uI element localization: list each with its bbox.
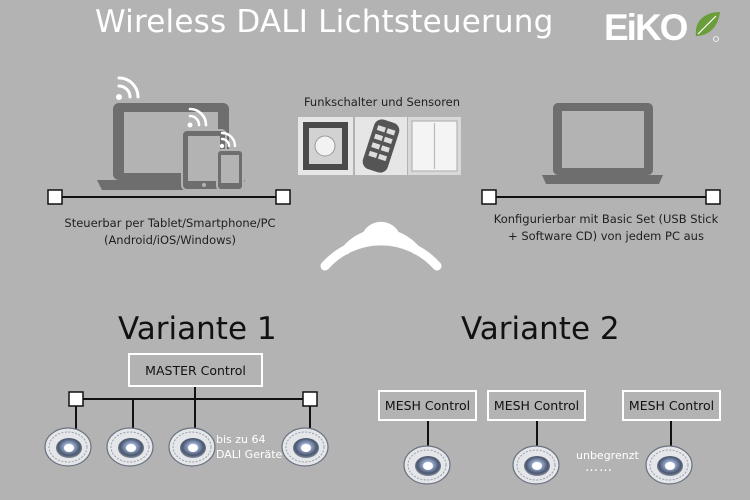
remote-control-icon bbox=[355, 117, 407, 175]
mesh-control-box: MESH Control bbox=[487, 390, 586, 421]
highbay-lamp-icon bbox=[512, 445, 560, 485]
variant2-links bbox=[427, 421, 672, 448]
config-caption-line1: Konfigurierbar mit Basic Set (USB Stick bbox=[493, 212, 719, 226]
mesh-control-box: MESH Control bbox=[378, 390, 477, 421]
wifi-icon bbox=[219, 131, 237, 149]
variant2-note: unbegrenzt bbox=[576, 449, 639, 462]
wifi-icon bbox=[116, 76, 140, 100]
master-control-box: MASTER Control bbox=[128, 353, 263, 387]
tablet-icon bbox=[181, 129, 227, 191]
wireless-signal-icon bbox=[320, 221, 442, 271]
ellipsis-dots: …… bbox=[585, 460, 613, 475]
connector-line-left bbox=[47, 189, 291, 205]
devices-caption-line1: Steuerbar per Tablet/Smartphone/PC bbox=[64, 216, 276, 230]
config-caption-line2: + Software CD) von jedem PC aus bbox=[508, 229, 704, 243]
highbay-lamp-icon bbox=[281, 427, 329, 467]
wifi-icon bbox=[187, 107, 208, 128]
config-caption: Konfigurierbar mit Basic Set (USB Stick … bbox=[470, 211, 742, 245]
page-title: Wireless DALI Lichtsteuerung bbox=[95, 4, 554, 40]
variant1-note: bis zu 64 DALI Geräte bbox=[216, 432, 282, 462]
variant2-title: Variante 2 bbox=[461, 311, 620, 347]
eiko-logo: EiKO bbox=[604, 6, 724, 46]
switches-title: Funkschalter und Sensoren bbox=[303, 95, 461, 109]
mesh-control-box: MESH Control bbox=[622, 390, 721, 421]
motion-sensor-icon bbox=[298, 117, 353, 175]
smartphone-icon bbox=[216, 149, 244, 191]
highbay-lamp-icon bbox=[168, 427, 216, 467]
devices-caption-line2: (Android/iOS/Windows) bbox=[103, 233, 237, 247]
variant1-bus bbox=[75, 387, 311, 432]
highbay-lamp-icon bbox=[645, 445, 693, 485]
highbay-lamp-icon bbox=[403, 445, 451, 485]
highbay-lamp-icon bbox=[44, 427, 92, 467]
highbay-lamp-icon bbox=[106, 427, 154, 467]
wall-switch-icon bbox=[408, 117, 461, 175]
variant1-title: Variante 1 bbox=[118, 311, 277, 347]
eiko-logo-icon: EiKO bbox=[604, 7, 720, 46]
logo-text: EiKO bbox=[604, 7, 688, 46]
connector-line-right bbox=[481, 189, 721, 205]
variant1-note-line2: DALI Geräte bbox=[216, 448, 283, 461]
bus-terminal bbox=[302, 391, 318, 407]
bus-terminal bbox=[68, 391, 84, 407]
variant1-note-line1: bis zu 64 bbox=[216, 433, 266, 446]
devices-caption: Steuerbar per Tablet/Smartphone/PC (Andr… bbox=[30, 215, 310, 249]
laptop-icon bbox=[542, 103, 663, 184]
